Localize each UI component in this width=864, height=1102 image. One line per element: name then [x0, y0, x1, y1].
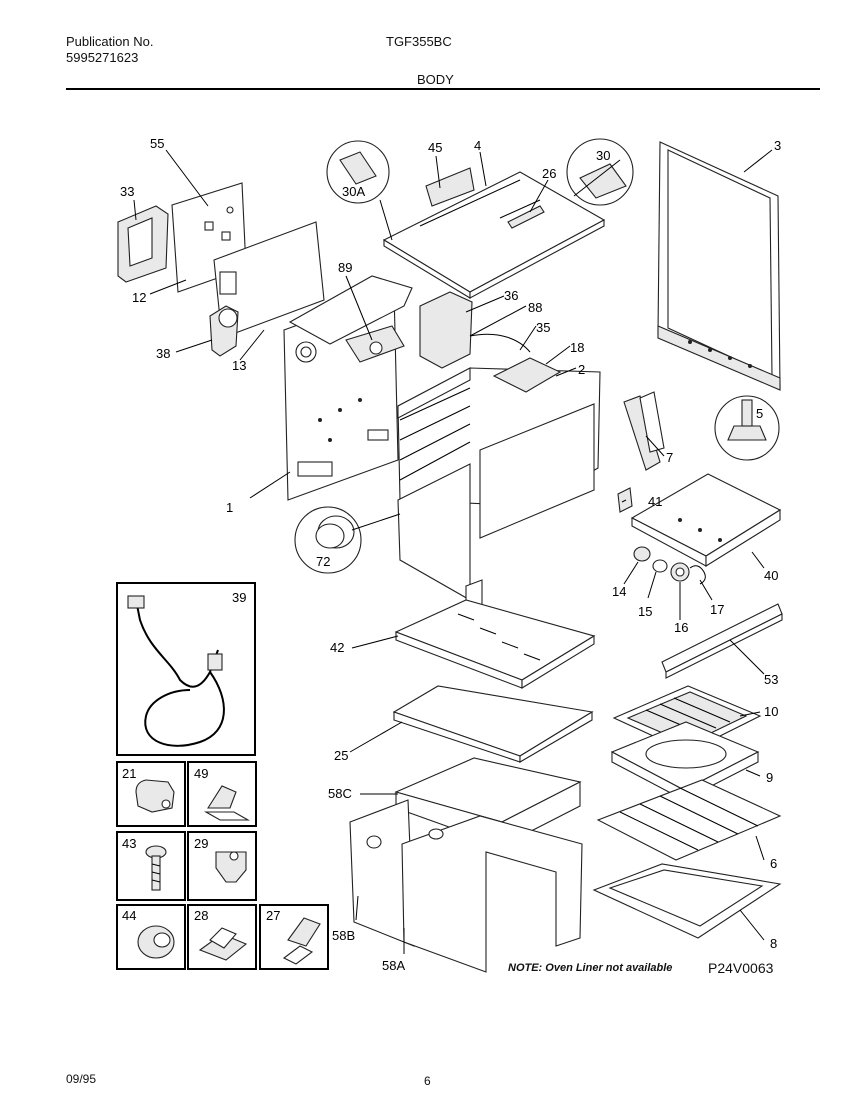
box-43 [116, 831, 186, 901]
oven-cavity-2 [397, 367, 601, 613]
detail-72 [294, 506, 362, 574]
bottom-25 [392, 685, 594, 763]
page-number: 6 [424, 1074, 431, 1088]
drawer-tray-8 [592, 863, 782, 939]
igniter-7 [623, 391, 665, 471]
label-38: 38 [156, 346, 170, 361]
label-39: 39 [232, 590, 246, 605]
bracket-18 [492, 357, 562, 393]
label-7: 7 [666, 450, 673, 465]
box-27 [259, 904, 329, 970]
label-5: 5 [756, 406, 763, 421]
label-41: 41 [648, 494, 662, 509]
label-9: 9 [766, 770, 773, 785]
rail-53 [661, 603, 783, 679]
label-30a: 30A [342, 184, 365, 199]
label-53: 53 [764, 672, 778, 687]
wire-88 [469, 333, 531, 353]
label-8: 8 [770, 936, 777, 951]
label-30: 30 [596, 148, 610, 163]
bracket-33 [117, 205, 169, 283]
label-28: 28 [194, 908, 208, 923]
label-33: 33 [120, 184, 134, 199]
label-35: 35 [536, 320, 550, 335]
label-26: 26 [542, 166, 556, 181]
knob-16 [670, 562, 690, 582]
vent-duct-36 [419, 291, 473, 369]
burner-box-40 [630, 473, 782, 567]
section-title: BODY [417, 72, 454, 87]
label-45: 45 [428, 140, 442, 155]
oven-liner-note: NOTE: Oven Liner not available [508, 962, 673, 974]
label-16: 16 [674, 620, 688, 635]
back-wall-panel [213, 221, 325, 339]
publication-number: 5995271623 [66, 50, 139, 65]
label-29: 29 [194, 836, 208, 851]
label-15: 15 [638, 604, 652, 619]
box-39 [116, 582, 256, 756]
box-49 [187, 761, 257, 827]
label-25: 25 [334, 748, 348, 763]
label-21: 21 [122, 766, 136, 781]
oven-rack-6 [596, 779, 782, 861]
label-27: 27 [266, 908, 280, 923]
label-18: 18 [570, 340, 584, 355]
insulation-58a [401, 815, 583, 973]
label-42: 42 [330, 640, 344, 655]
label-6: 6 [770, 856, 777, 871]
label-1: 1 [226, 500, 233, 515]
label-4: 4 [474, 138, 481, 153]
box-28 [187, 904, 257, 970]
label-2: 2 [578, 362, 585, 377]
label-72: 72 [316, 554, 330, 569]
orifice-14 [633, 546, 651, 562]
top-cover-4 [382, 171, 606, 299]
bracket-38 [209, 305, 239, 357]
label-49: 49 [194, 766, 208, 781]
orifice-15 [652, 559, 668, 573]
detail-30a [326, 140, 390, 204]
label-89: 89 [338, 260, 352, 275]
label-3: 3 [774, 138, 781, 153]
label-58a: 58A [382, 958, 405, 973]
box-29 [187, 831, 257, 901]
label-58b: 58B [332, 928, 355, 943]
label-17: 17 [710, 602, 724, 617]
part-labels: 55 33 12 38 13 1 89 45 4 30A 26 30 3 36 … [120, 136, 781, 973]
label-55: 55 [150, 136, 164, 151]
header-rule [66, 88, 820, 90]
label-36: 36 [504, 288, 518, 303]
detail-5 [714, 395, 780, 461]
leader-lines [133, 149, 773, 954]
diagram-code: P24V0063 [708, 960, 774, 976]
box-44 [116, 904, 186, 970]
label-12: 12 [132, 290, 146, 305]
spring-17 [689, 565, 706, 585]
label-58c: 58C [328, 786, 352, 801]
label-43: 43 [122, 836, 136, 851]
label-40: 40 [764, 568, 778, 583]
label-10: 10 [764, 704, 778, 719]
bracket-45 [425, 167, 475, 207]
label-88: 88 [528, 300, 542, 315]
bottom-42 [394, 599, 596, 689]
box-21 [116, 761, 186, 827]
model-number: TGF355BC [386, 34, 452, 49]
label-44: 44 [122, 908, 136, 923]
label-13: 13 [232, 358, 246, 373]
hinge-plate-89 [288, 275, 413, 363]
publication-label: Publication No. [66, 34, 154, 49]
door-frame-3 [657, 141, 781, 391]
label-14: 14 [612, 584, 626, 599]
footer-date: 09/95 [66, 1072, 97, 1086]
